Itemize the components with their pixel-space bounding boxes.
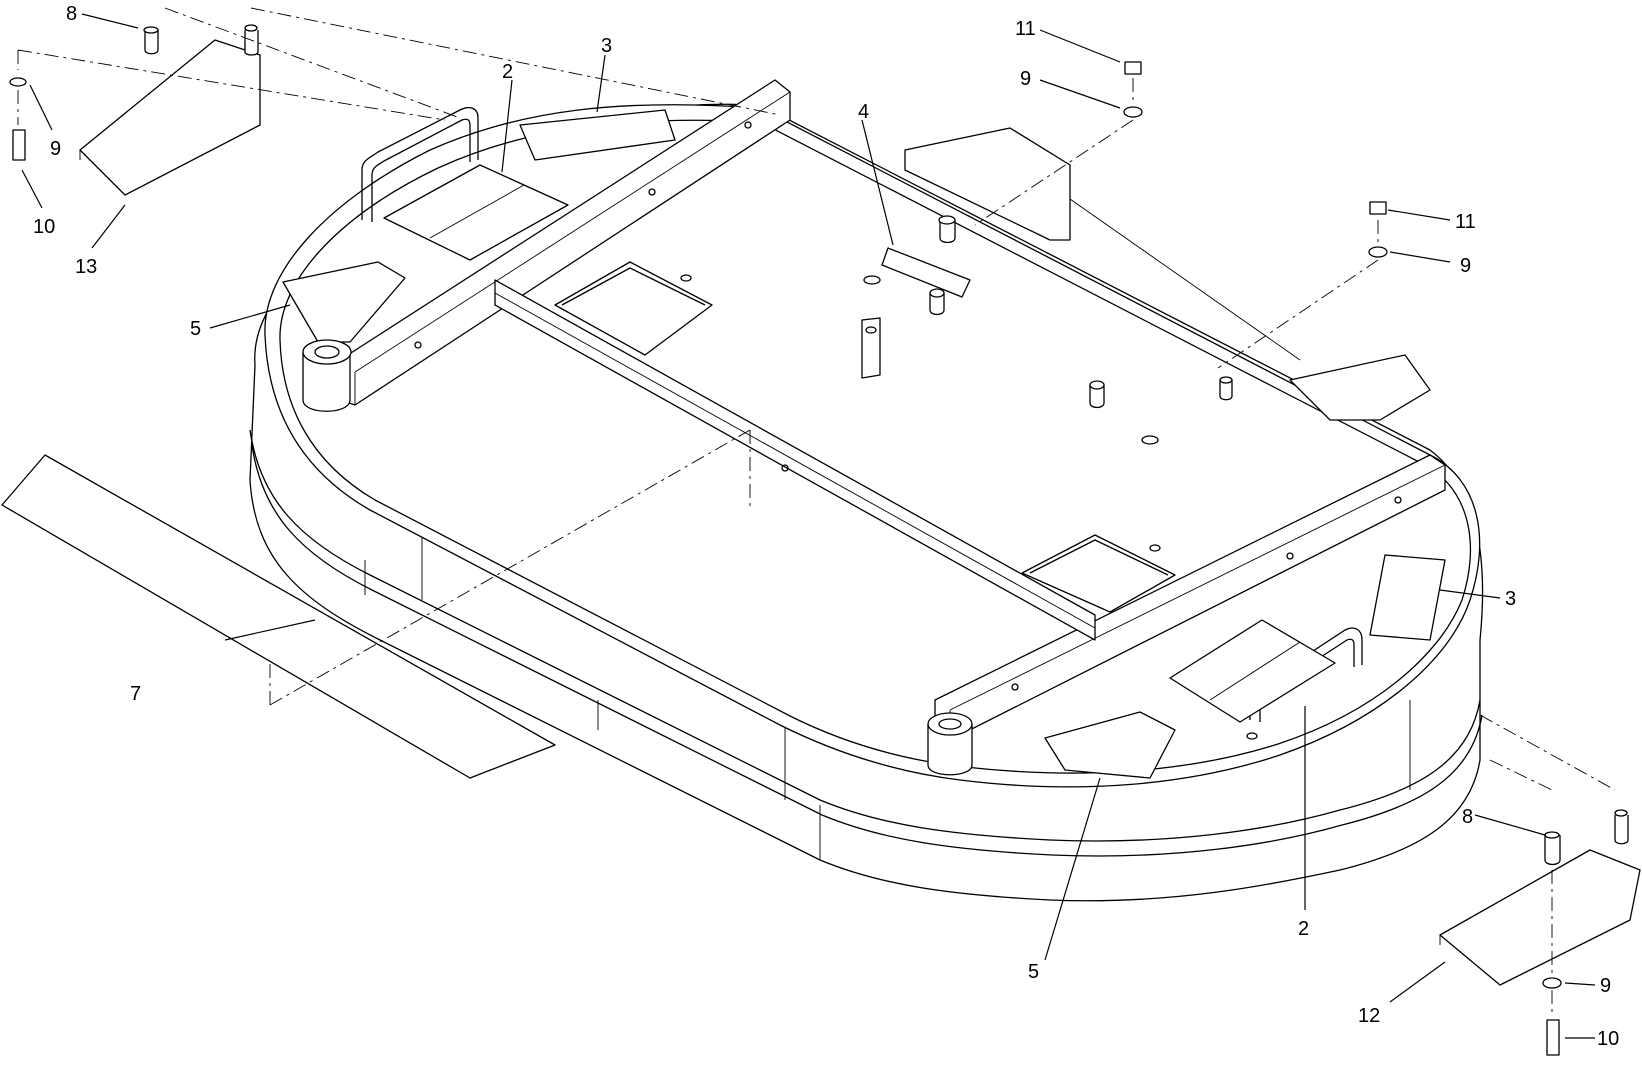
callout-9-top-left: 9 xyxy=(50,138,61,160)
part-7-baffle xyxy=(1,454,556,779)
callout-9-right: 9 xyxy=(1460,255,1471,277)
callout-2-bottom: 2 xyxy=(1298,918,1309,940)
callout-7: 7 xyxy=(130,683,141,705)
decals xyxy=(282,109,1446,779)
part-13-bracket xyxy=(79,24,261,196)
decal-3-left xyxy=(519,109,676,161)
callout-10-top-left: 10 xyxy=(33,216,55,238)
callout-5-left: 5 xyxy=(190,318,201,340)
callout-12: 12 xyxy=(1358,1005,1380,1027)
callout-10-bottom-right: 10 xyxy=(1597,1028,1619,1050)
callout-5-bottom: 5 xyxy=(1028,961,1039,983)
callout-11-right: 11 xyxy=(1455,211,1476,233)
decal-5-right xyxy=(1044,711,1176,779)
callout-11-top: 11 xyxy=(1015,18,1036,40)
callout-2-top: 2 xyxy=(502,61,513,83)
callout-13: 13 xyxy=(75,256,97,278)
callout-3-right: 3 xyxy=(1505,588,1516,610)
callout-8-bottom-right: 8 xyxy=(1462,806,1473,828)
callout-3-top: 3 xyxy=(601,35,612,57)
cross-beams xyxy=(339,79,1446,741)
callout-9-bottom-right: 9 xyxy=(1600,975,1611,997)
decal-3-right xyxy=(1369,554,1446,641)
callout-labels: 8 9 10 13 2 3 4 11 9 11 9 5 7 3 2 5 8 12… xyxy=(33,3,1619,1050)
decal-5-left xyxy=(282,261,406,343)
pockets xyxy=(554,261,1176,613)
bosses xyxy=(302,121,1402,776)
callout-8-top-left: 8 xyxy=(66,3,77,25)
leader-lines xyxy=(21,13,1596,1039)
callout-9-top: 9 xyxy=(1020,68,1031,90)
part-12-bracket xyxy=(1439,809,1641,986)
hardware xyxy=(9,61,1562,1056)
side-chutes xyxy=(904,127,1431,421)
callout-4: 4 xyxy=(858,101,869,123)
decal-4-center xyxy=(881,247,971,298)
assembly-lines xyxy=(17,7,1616,1015)
